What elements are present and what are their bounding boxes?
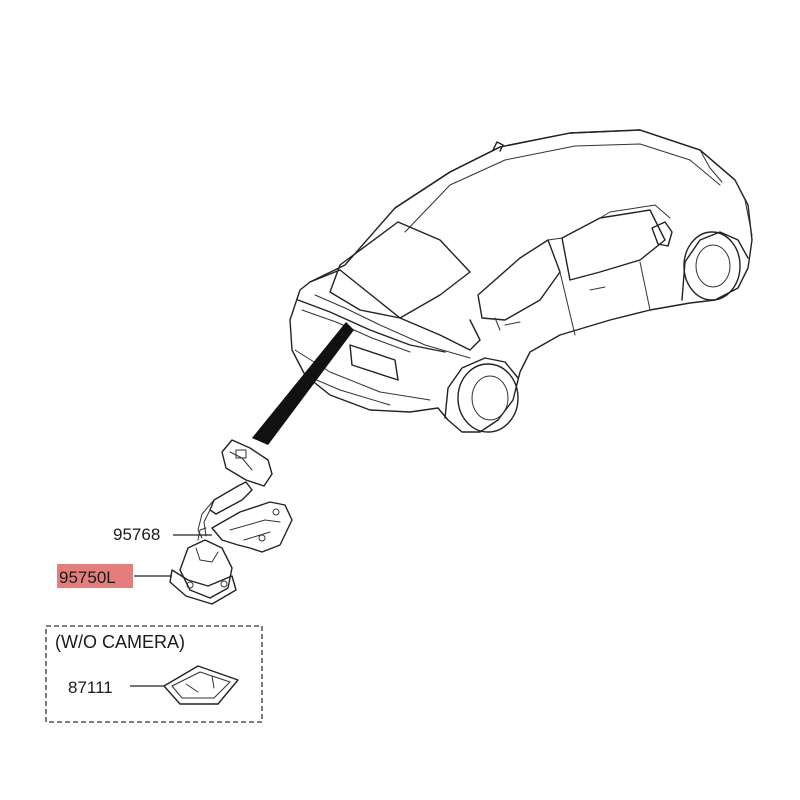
highlight-box [57, 564, 133, 588]
camera-assembly [169, 527, 237, 605]
cover-plate [163, 665, 239, 705]
part-number-label-highlighted[interactable]: 95750L [59, 568, 116, 587]
car-illustration [289, 129, 753, 433]
pointer-arrow [252, 322, 354, 445]
part-number-label[interactable]: 87111 [68, 678, 113, 697]
harness-assembly [197, 439, 293, 553]
option-box [45, 625, 263, 723]
option-box-title: (W/O CAMERA) [55, 632, 185, 652]
part-number-label[interactable]: 95768 [113, 525, 160, 544]
